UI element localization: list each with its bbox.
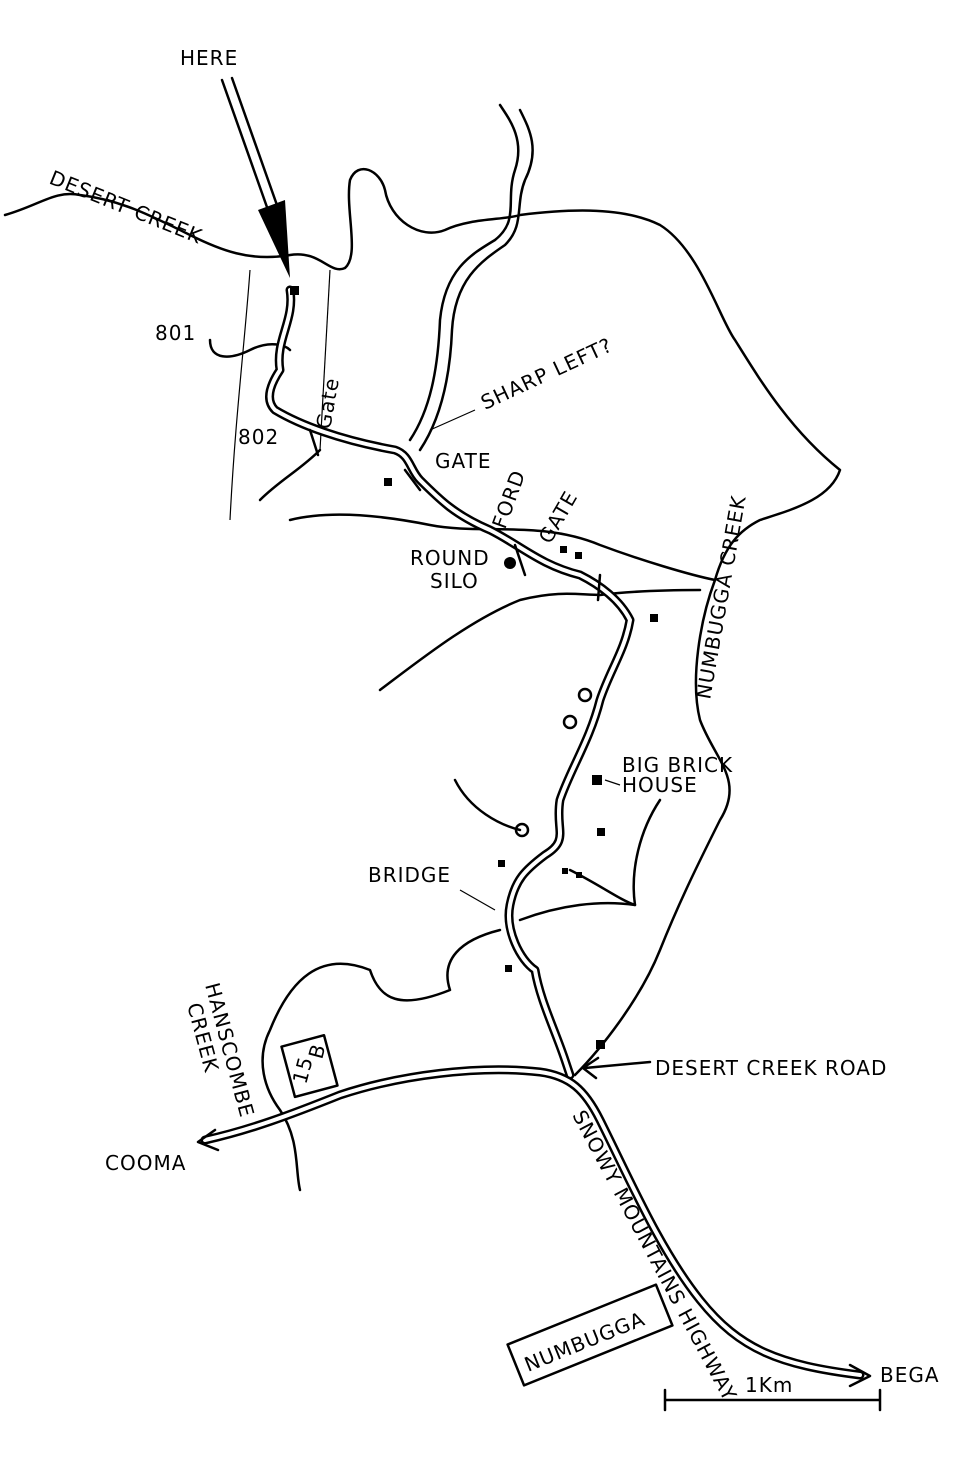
upper-creek: [408, 103, 520, 442]
gate-mark-icon: [308, 428, 602, 602]
creek-branch-2: [378, 588, 702, 692]
house-icon: [498, 860, 505, 867]
route-sign-letter: B: [304, 1041, 331, 1061]
big-brick-house-icon: [592, 775, 602, 785]
buildings: [290, 286, 658, 1049]
pond-icon: [514, 822, 530, 838]
pond-icon: [577, 687, 593, 703]
label-big-brick-house-1: BIG BRICK: [622, 753, 733, 777]
label-bridge: BRIDGE: [368, 863, 451, 887]
label-round-silo-1: ROUND: [410, 546, 490, 570]
label-gate-2: GATE: [435, 449, 491, 473]
pond-icon: [562, 714, 578, 730]
label-cooma: COOMA: [105, 1151, 186, 1175]
route-sign: [280, 1034, 339, 1099]
label-here: HERE: [180, 46, 238, 70]
house-icon: [505, 965, 512, 972]
house-icon: [597, 828, 605, 836]
label-801: 801: [155, 321, 196, 345]
desert-creek-line: [3, 168, 842, 582]
house-icon: [575, 552, 582, 559]
upper-creek-inner: [418, 108, 534, 452]
road-inner: [267, 288, 632, 1077]
here-arrow-icon: [220, 76, 280, 212]
label-snowy-mountains-highway: SNOWY MOUNTAINS HIGHWAY: [568, 1106, 742, 1405]
label-802: 802: [238, 425, 279, 449]
numbugga-creek-line: [573, 578, 731, 1077]
house-icon: [562, 868, 568, 874]
road-802-line: [258, 448, 322, 502]
house-icon: [650, 614, 658, 622]
cooma-arrow-icon: [196, 1128, 220, 1152]
boundary-line: [229, 269, 251, 521]
label-ford: FORD: [487, 467, 530, 532]
boundary-line-2: [319, 269, 331, 451]
ponds: [514, 687, 593, 838]
house-icon: [290, 286, 299, 295]
house-icon: [596, 1040, 605, 1049]
label-bega: BEGA: [880, 1363, 940, 1387]
label-desert-creek-road: DESERT CREEK ROAD: [655, 1056, 887, 1080]
label-desert-creek: DESERT CREEK: [46, 165, 206, 248]
label-sharp-left: SHARP LEFT?: [477, 333, 616, 415]
round-silo-icon: [504, 557, 516, 569]
creek-branch-3: [453, 778, 522, 832]
desert-creek-road-arrow-icon: [581, 1056, 652, 1080]
hanscombe-creek-line: [261, 928, 502, 1192]
numbugga-town-box: [506, 1283, 674, 1387]
label-numbugga-creek: NUMBUGGA CREEK: [691, 493, 750, 701]
here-arrowhead-icon: [258, 200, 290, 278]
label-gate-3: GATE: [534, 487, 583, 548]
label-gate-1: Gate: [311, 376, 344, 431]
creek-branch-4: [568, 798, 662, 907]
house-icon: [384, 478, 392, 486]
label-big-brick-house-2: HOUSE: [622, 773, 698, 797]
pointer-line: [429, 409, 621, 911]
house-icon: [560, 546, 567, 553]
creek-branch: [288, 513, 717, 582]
snowy-mountains-highway: [200, 1065, 865, 1380]
bega-arrow-icon: [848, 1363, 872, 1388]
creek-branch-5: [518, 901, 637, 922]
label-scale: 1Km: [745, 1373, 793, 1397]
label-round-silo-2: SILO: [430, 569, 479, 593]
highway-inner: [203, 1067, 862, 1377]
scale-bar: [663, 1388, 882, 1412]
house-icon: [576, 872, 582, 878]
